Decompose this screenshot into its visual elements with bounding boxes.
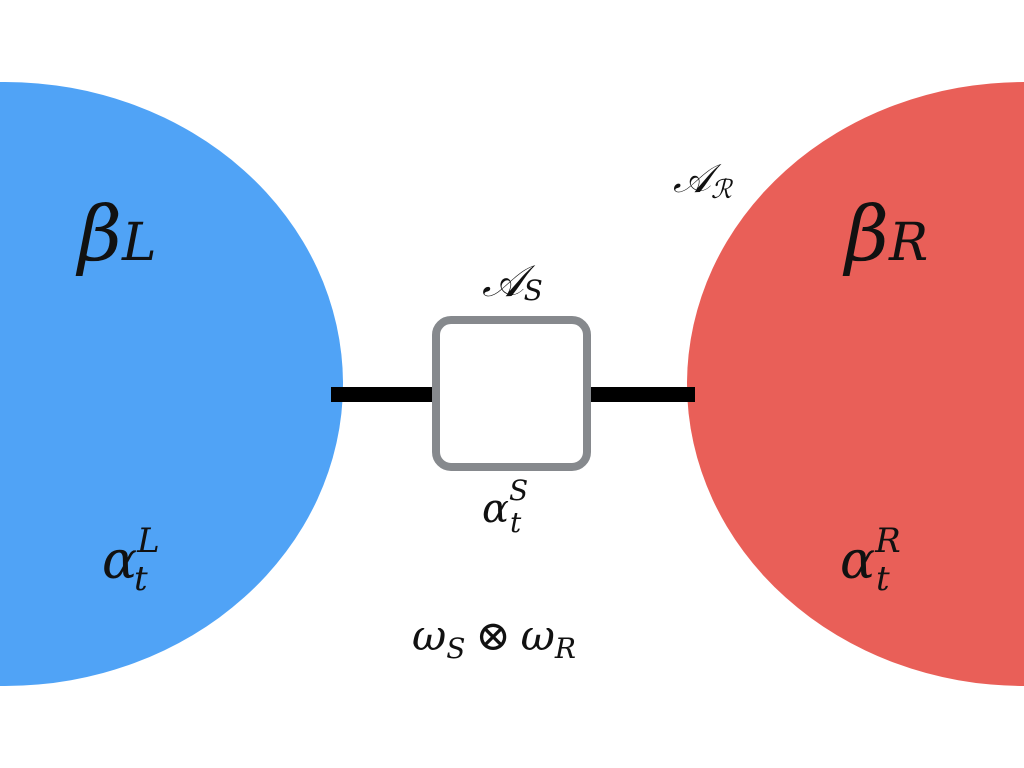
beta-right-subscript: R xyxy=(888,213,928,273)
beta-left-symbol: β xyxy=(75,189,122,278)
alpha-right-subscript: t xyxy=(876,559,890,599)
beta-right-symbol: β xyxy=(842,189,889,278)
tensor-symbol: ⊗ xyxy=(475,611,510,660)
right-reservoir xyxy=(687,82,1024,686)
alpha-s-subscript: t xyxy=(510,506,522,539)
left-connector xyxy=(331,387,439,402)
left-reservoir xyxy=(0,82,343,686)
alpha-left-superscript: L xyxy=(136,521,160,561)
right-connector xyxy=(586,387,695,402)
system-box xyxy=(432,316,591,471)
beta-left-subscript: L xyxy=(121,213,157,273)
omega-s-subscript: S xyxy=(446,632,465,665)
alpha-right-symbol: α xyxy=(840,531,875,591)
beta-left-label: βL xyxy=(75,189,156,278)
alpha-s-superscript: S xyxy=(509,474,528,507)
alpha-left-subscript: t xyxy=(134,559,148,599)
beta-right-label: βR xyxy=(842,189,928,278)
algebra-s-label: 𝒜S xyxy=(482,256,543,307)
alpha-right-superscript: R xyxy=(874,521,901,561)
alpha-s-symbol: α xyxy=(482,486,509,532)
algebra-s-subscript: S xyxy=(524,274,543,307)
algebra-r-label: 𝒜ℛ xyxy=(673,156,734,205)
state-label: ωS⊗ωR xyxy=(412,611,576,665)
algebra-r-subscript: ℛ xyxy=(711,175,734,205)
omega-r-subscript: R xyxy=(554,632,576,665)
omega-s-symbol: ω xyxy=(412,611,446,660)
omega-r-symbol: ω xyxy=(521,611,555,660)
alpha-left-symbol: α xyxy=(102,531,137,591)
